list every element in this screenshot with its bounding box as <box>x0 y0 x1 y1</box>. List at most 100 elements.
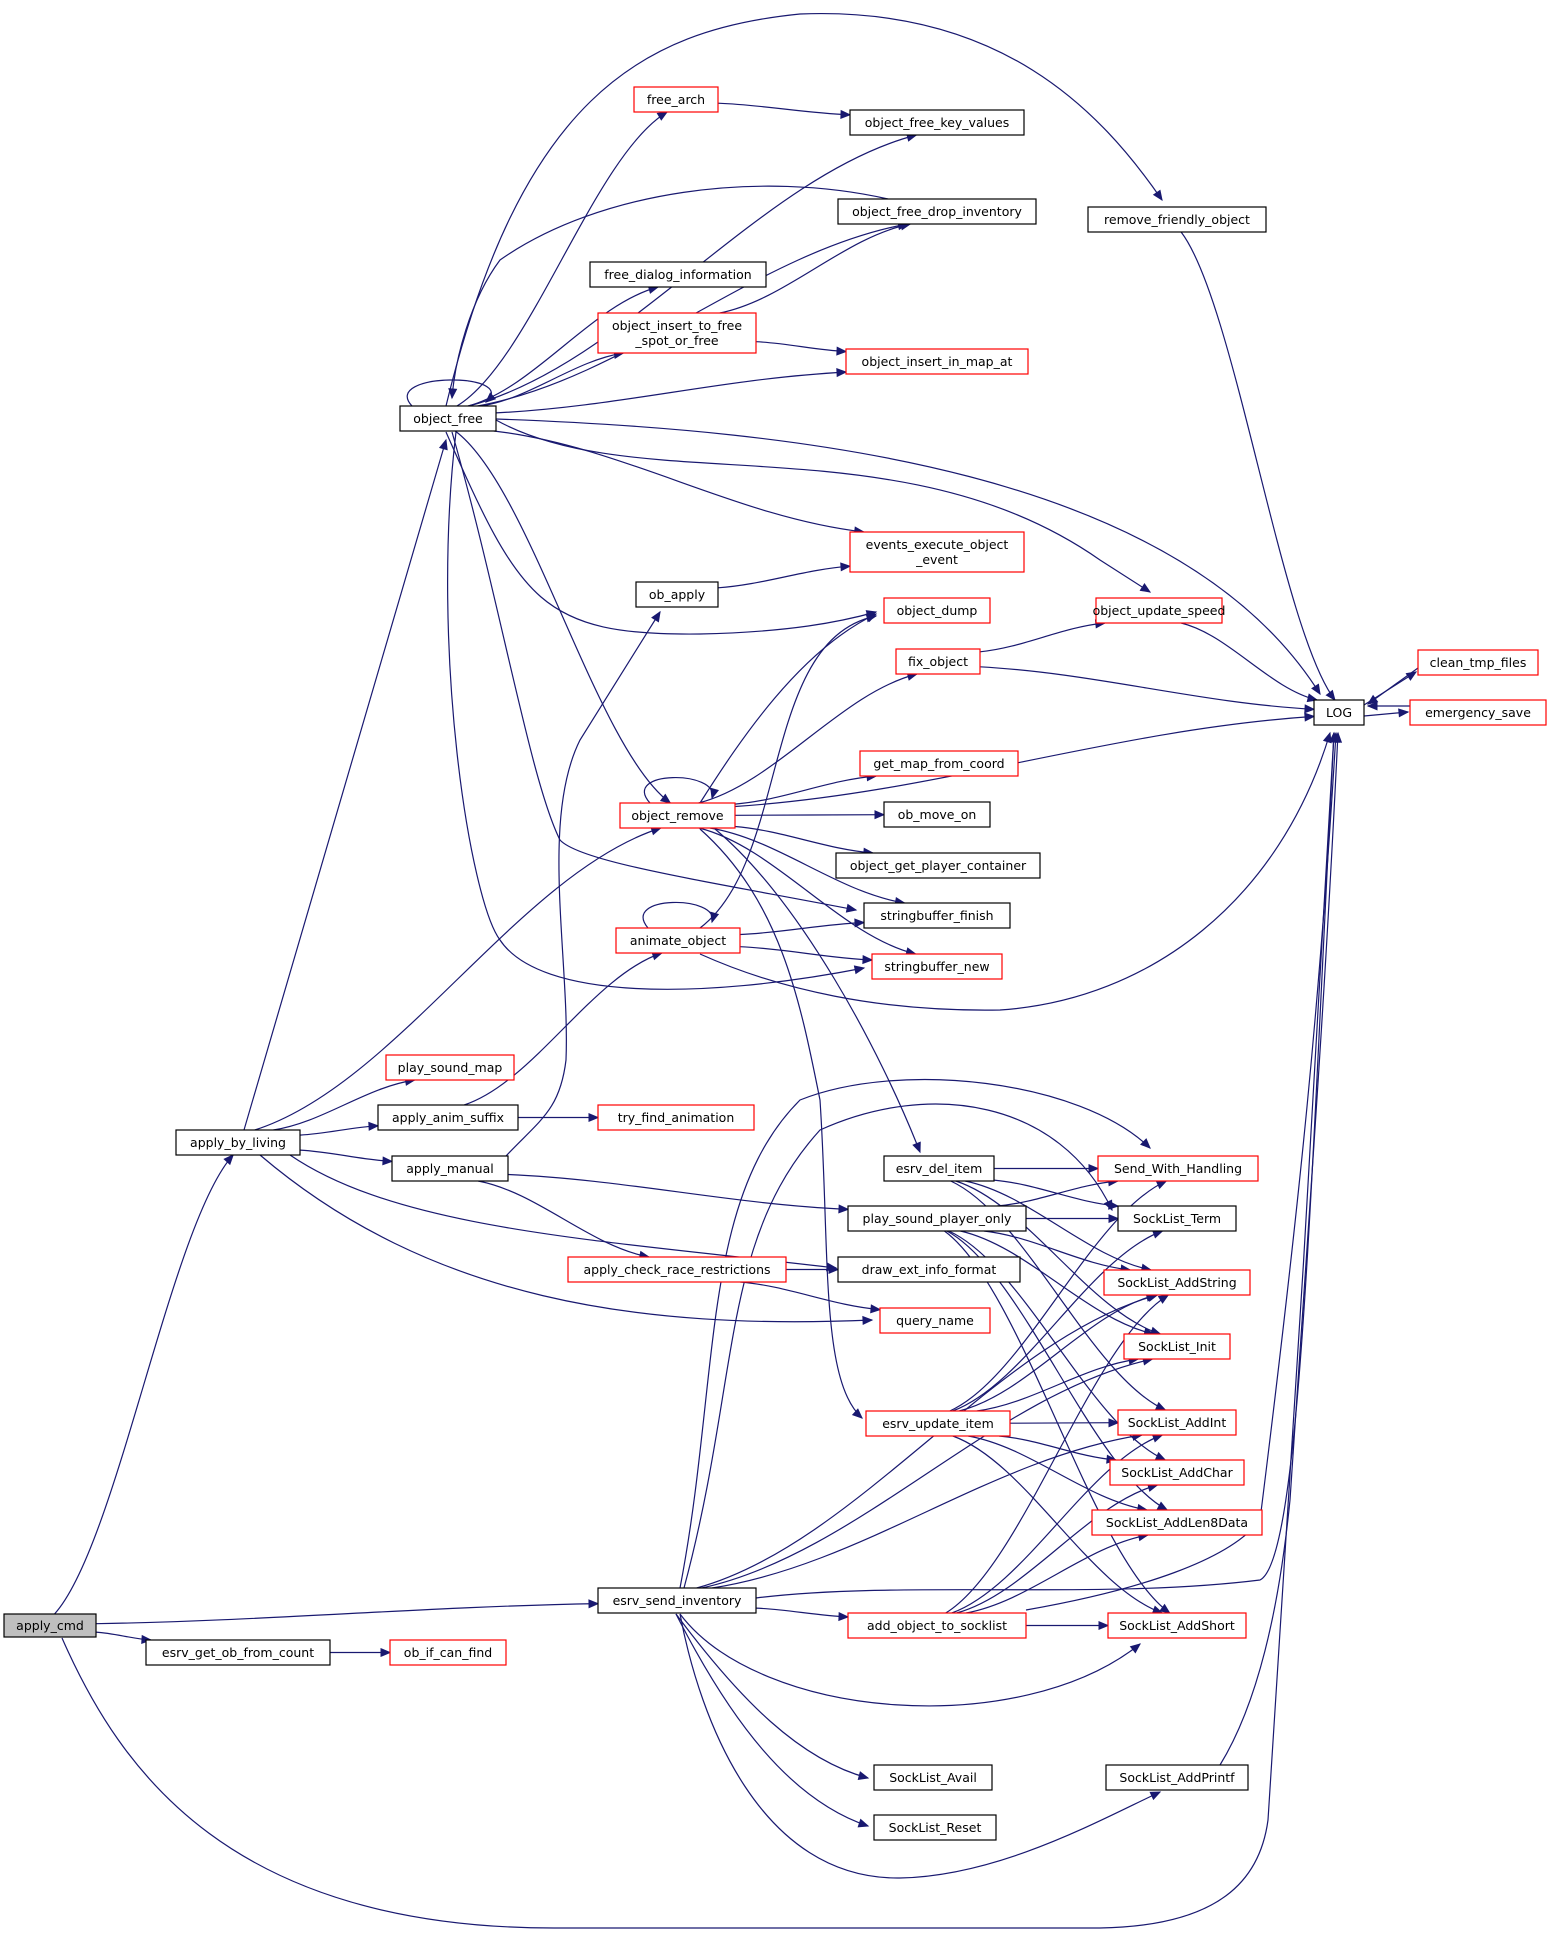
node-get-map-from-coord[interactable]: get_map_from_coord <box>859 750 1019 777</box>
node-events-execute-object-event[interactable]: events_execute_object_event <box>849 531 1025 573</box>
edge-line <box>740 1281 881 1311</box>
node-label: SockList_Reset <box>889 1820 982 1835</box>
arrow-head-icon <box>865 613 878 623</box>
edge-apply_by_living-to-query_name <box>259 1154 874 1325</box>
node-esrv-get-ob-from-count[interactable]: esrv_get_ob_from_count <box>145 1639 331 1666</box>
node-log[interactable]: LOG <box>1313 699 1365 726</box>
edge-fix_object-to-LOG <box>979 666 1316 714</box>
node-try-find-animation[interactable]: try_find_animation <box>597 1104 755 1131</box>
node-socklist-addshort[interactable]: SockList_AddShort <box>1107 1612 1247 1639</box>
node-apply-by-living[interactable]: apply_by_living <box>175 1129 301 1156</box>
node-animate-object[interactable]: animate_object <box>615 927 741 954</box>
node-object-get-player-container[interactable]: object_get_player_container <box>835 852 1041 879</box>
node-box <box>895 648 981 675</box>
node-label: try_find_animation <box>618 1110 735 1125</box>
node-socklist-addlen8data[interactable]: SockList_AddLen8Data <box>1091 1509 1263 1536</box>
node-query-name[interactable]: query_name <box>879 1307 991 1334</box>
node-box <box>377 1104 519 1131</box>
node-object-free[interactable]: object_free <box>399 405 497 432</box>
edge-line <box>1180 622 1318 701</box>
edge-SockList_AddPrintf-to-LOG <box>1219 731 1343 1766</box>
edge-line <box>717 565 851 589</box>
node-socklist-addprintf[interactable]: SockList_AddPrintf <box>1105 1764 1249 1791</box>
arrow-head-icon <box>1155 1180 1168 1190</box>
node-free-dialog-information[interactable]: free_dialog_information <box>589 261 767 288</box>
arrow-head-icon <box>851 1408 863 1419</box>
node-socklist-avail[interactable]: SockList_Avail <box>873 1764 993 1791</box>
node-emergency-save[interactable]: emergency_save <box>1409 699 1547 726</box>
node-esrv-send-inventory[interactable]: esrv_send_inventory <box>597 1587 757 1614</box>
node-fix-object[interactable]: fix_object <box>895 648 981 675</box>
edge-line <box>983 1230 1131 1271</box>
arrow-head-icon <box>1108 1213 1120 1224</box>
node-socklist-init[interactable]: SockList_Init <box>1123 1333 1231 1360</box>
node-box <box>1103 1269 1251 1296</box>
node-object-insert-to-free-spot-or-free[interactable]: object_insert_to_free_spot_or_free <box>597 312 757 354</box>
node-ob-move-on[interactable]: ob_move_on <box>883 801 991 828</box>
node-label: object_dump <box>897 603 978 618</box>
arrow-head-icon <box>1149 1791 1162 1801</box>
node-object-insert-in-map-at[interactable]: object_insert_in_map_at <box>845 348 1029 375</box>
node-label: play_sound_map <box>398 1060 503 1075</box>
node-esrv-del-item[interactable]: esrv_del_item <box>883 1155 995 1182</box>
node-stringbuffer-finish[interactable]: stringbuffer_finish <box>863 902 1011 929</box>
node-play-sound-player-only[interactable]: play_sound_player_only <box>847 1205 1027 1232</box>
edge-line <box>61 732 1335 1929</box>
node-play-sound-map[interactable]: play_sound_map <box>385 1054 515 1081</box>
edge-apply_manual-to-apply_check_race_restrictions <box>477 1180 651 1260</box>
edge-line <box>952 1435 1163 1614</box>
node-draw-ext-info-format[interactable]: draw_ext_info_format <box>837 1256 1021 1283</box>
edge-object_free-to-object_update_speed <box>495 419 1152 593</box>
edge-line <box>719 223 911 314</box>
node-apply-anim-suffix[interactable]: apply_anim_suffix <box>377 1104 519 1131</box>
arrow-head-icon <box>651 610 661 623</box>
node-stringbuffer-new[interactable]: stringbuffer_new <box>871 953 1003 980</box>
node-box <box>597 1104 755 1131</box>
edge-add_object_to_socklist-to-SockList_AddShort <box>1025 1620 1110 1631</box>
node-box <box>883 1155 995 1182</box>
node-object-remove[interactable]: object_remove <box>619 802 736 829</box>
node-ob-if-can-find[interactable]: ob_if_can_find <box>389 1639 507 1666</box>
edge-line <box>698 827 916 955</box>
node-apply-manual[interactable]: apply_manual <box>391 1155 509 1182</box>
edge-line <box>946 1230 1168 1511</box>
node-object-free-key-values[interactable]: object_free_key_values <box>849 109 1025 136</box>
node-label: object_free_key_values <box>865 115 1009 130</box>
edge-line <box>493 430 864 533</box>
node-send-with-handling[interactable]: Send_With_Handling <box>1097 1155 1259 1182</box>
node-ob-apply[interactable]: ob_apply <box>635 581 719 608</box>
node-apply-check-race-restrictions[interactable]: apply_check_race_restrictions <box>567 1256 787 1283</box>
edge-object_insert_to_free_spot_or_free-to-object_insert_in_map_at <box>755 341 848 356</box>
node-label: apply_manual <box>406 1161 493 1176</box>
edge-line <box>734 814 885 816</box>
node-label: free_dialog_information <box>604 267 751 282</box>
node-socklist-term[interactable]: SockList_Term <box>1117 1205 1237 1232</box>
node-object-update-speed[interactable]: object_update_speed <box>1093 597 1226 624</box>
edge-line <box>1219 732 1339 1766</box>
edge-esrv_send_inventory-to-SockList_Avail <box>675 1613 870 1780</box>
node-box <box>385 1054 515 1081</box>
edge-line <box>299 1149 393 1162</box>
node-label: object_insert_to_free <box>612 318 742 333</box>
node-socklist-addint[interactable]: SockList_AddInt <box>1117 1409 1237 1436</box>
arrow-head-icon <box>862 955 874 965</box>
edge-line <box>696 1294 1158 1589</box>
node-socklist-reset[interactable]: SockList_Reset <box>873 1814 997 1841</box>
node-remove-friendly-object[interactable]: remove_friendly_object <box>1087 206 1267 233</box>
node-socklist-addchar[interactable]: SockList_AddChar <box>1109 1459 1245 1486</box>
node-socklist-addstring[interactable]: SockList_AddString <box>1103 1269 1251 1296</box>
node-esrv-update-item[interactable]: esrv_update_item <box>865 1410 1011 1437</box>
edge-apply_anim_suffix-to-animate_object <box>464 951 663 1106</box>
edge-apply_cmd-to-esrv_get_ob_from_count <box>95 1631 153 1644</box>
edge-line <box>683 1103 1113 1589</box>
node-add-object-to-socklist[interactable]: add_object_to_socklist <box>847 1612 1027 1639</box>
node-label: emergency_save <box>1425 705 1531 720</box>
edge-line <box>699 732 1331 1011</box>
node-object-free-drop-inventory[interactable]: object_free_drop_inventory <box>837 198 1037 225</box>
edge-line <box>997 1180 1118 1207</box>
arrow-head-icon <box>857 1818 870 1828</box>
node-object-dump[interactable]: object_dump <box>883 597 991 624</box>
node-clean-tmp-files[interactable]: clean_tmp_files <box>1417 649 1539 676</box>
node-free-arch[interactable]: free_arch <box>633 86 719 113</box>
edge-play_sound_player_only-to-Send_With_Handling <box>997 1177 1120 1207</box>
